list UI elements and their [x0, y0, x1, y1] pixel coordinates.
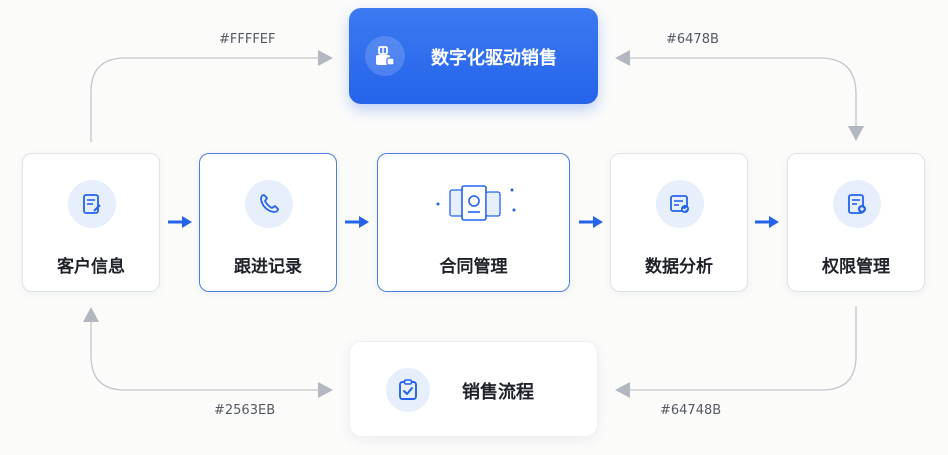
bottom-card-label: 销售流程 — [462, 382, 534, 403]
curve-top-right — [628, 57, 857, 128]
curve-bottom-right — [628, 306, 857, 391]
node-label-data-analysis: 数据分析 — [645, 257, 713, 277]
hex-label-top-right: #6478B — [666, 32, 719, 47]
arrowhead-top-right-start — [615, 50, 630, 66]
node-card-follow-up[interactable]: 跟进记录 — [199, 153, 337, 292]
shop-bag-icon — [365, 36, 405, 76]
curve-top-left — [90, 57, 320, 142]
edit-document-icon — [68, 180, 116, 228]
top-banner-label: 数字化驱动销售 — [431, 48, 557, 69]
arrowhead-bottom-right — [615, 382, 630, 398]
permission-document-icon — [833, 180, 881, 228]
hex-label-bottom-right: #64748B — [660, 403, 722, 418]
verified-form-icon — [656, 180, 704, 228]
arrowhead-top-right-end — [848, 126, 864, 141]
arrowhead-bottom-left-start — [318, 382, 333, 398]
curve-bottom-left — [90, 322, 320, 391]
node-label-contract: 合同管理 — [439, 257, 508, 277]
node-label-follow-up: 跟进记录 — [234, 257, 302, 277]
node-label-customer-info: 客户信息 — [57, 257, 125, 277]
node-card-contract[interactable]: 合同管理 — [377, 153, 570, 292]
top-banner: 数字化驱动销售 — [349, 8, 598, 104]
flow-arrow-4-head — [769, 216, 779, 228]
phone-icon — [245, 180, 293, 228]
bottom-card-sales-process: 销售流程 — [349, 341, 598, 437]
node-card-customer-info[interactable]: 客户信息 — [22, 153, 160, 292]
hex-label-bottom-left: #2563EB — [214, 403, 276, 418]
arrowhead-top-left — [318, 50, 333, 66]
node-card-permission[interactable]: 权限管理 — [787, 153, 925, 292]
contract-documents-icon — [432, 182, 518, 226]
arrowhead-bottom-left-end — [83, 307, 99, 322]
clipboard-check-icon — [386, 368, 430, 412]
flow-arrow-3-head — [593, 216, 603, 228]
flow-arrow-2-head — [359, 216, 369, 228]
flow-arrow-1-head — [182, 216, 192, 228]
hex-label-top-left: #FFFFEF — [219, 32, 276, 47]
node-card-data-analysis[interactable]: 数据分析 — [610, 153, 748, 292]
node-label-permission: 权限管理 — [822, 257, 890, 277]
